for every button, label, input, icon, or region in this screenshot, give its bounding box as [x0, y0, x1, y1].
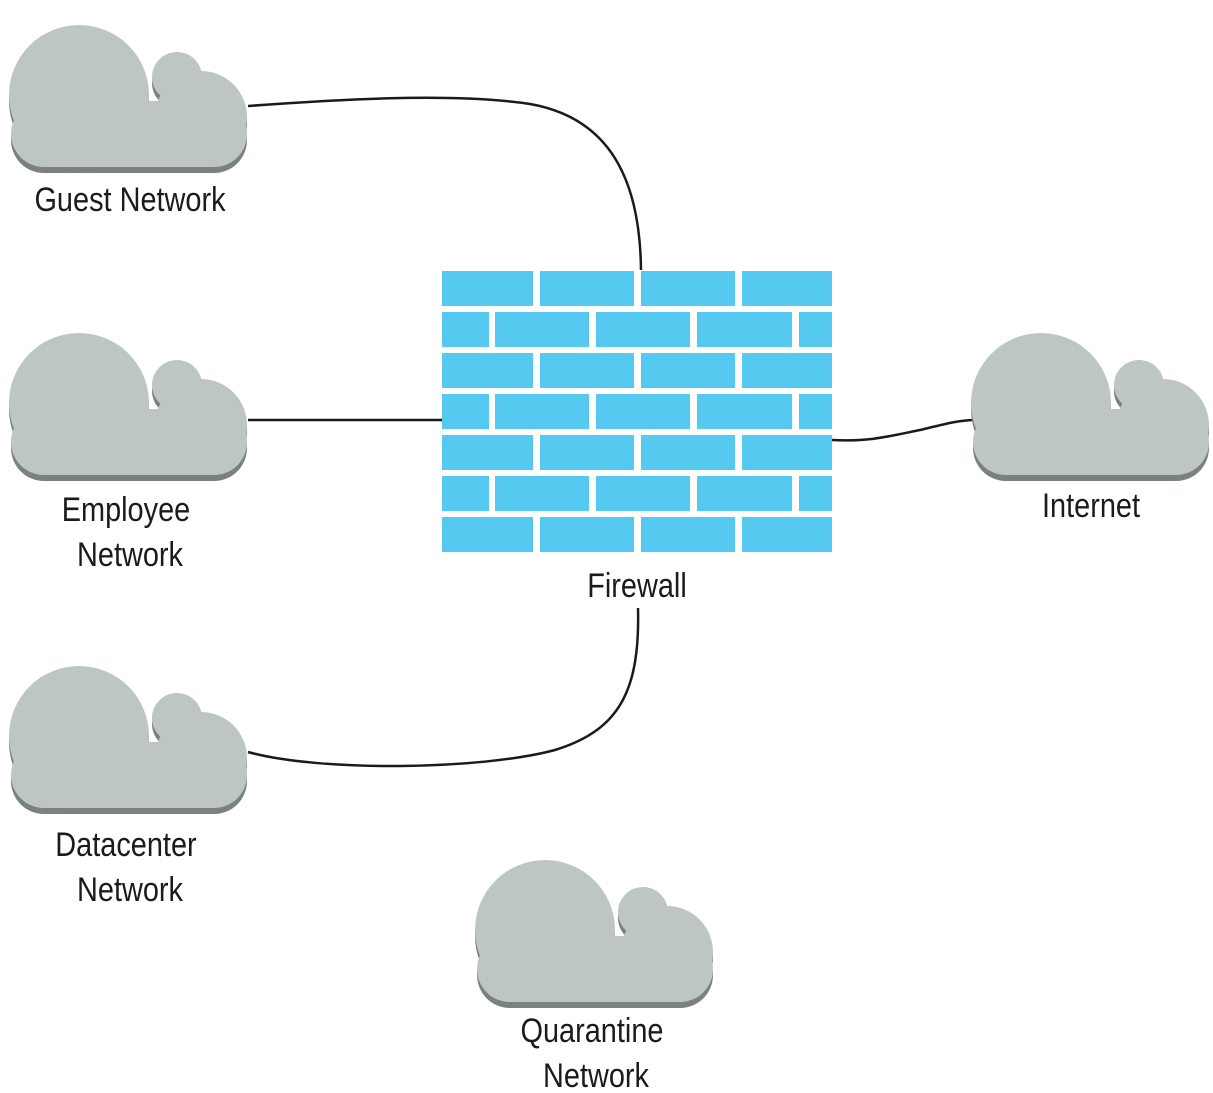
quarantine-network-node: Quarantine Network — [475, 860, 713, 1093]
firewall-brick — [697, 312, 792, 347]
cloud-icon — [9, 25, 247, 173]
firewall-brick — [495, 394, 589, 429]
guest-network-label-line: Guest Network — [34, 180, 225, 219]
cloud-icon — [971, 333, 1209, 481]
quarantine-network-label: Quarantine Network — [521, 1011, 672, 1093]
firewall-brick — [641, 271, 735, 306]
firewall-brick — [799, 394, 832, 429]
firewall-brick — [799, 312, 832, 347]
cloud-icon — [9, 666, 247, 814]
link-firewall-internet — [831, 418, 976, 442]
firewall-brick — [641, 517, 735, 552]
firewall-brick — [442, 394, 489, 429]
cloud-icon — [9, 333, 247, 481]
firewall-brick — [742, 435, 832, 470]
firewall-brick — [442, 312, 489, 347]
firewall-brick — [540, 271, 634, 306]
link-guest-firewall — [247, 96, 643, 271]
firewall-brick — [799, 476, 832, 511]
datacenter-network-label-line-1: Datacenter — [55, 825, 196, 864]
firewall-brick — [540, 435, 634, 470]
firewall-brick — [540, 353, 634, 388]
firewall-brick — [742, 517, 832, 552]
firewall-brick — [540, 517, 634, 552]
datacenter-network-node: Datacenter Network — [9, 666, 247, 909]
guest-network-label: Guest Network — [34, 180, 225, 219]
firewall-brick — [697, 476, 792, 511]
employee-network-node: Employee Network — [9, 333, 247, 574]
firewall-brick — [697, 394, 792, 429]
firewall-brick — [495, 312, 589, 347]
employee-network-label-line-2: Network — [77, 535, 183, 574]
connections — [247, 96, 976, 768]
firewall-brick — [442, 476, 489, 511]
firewall-brick — [596, 394, 690, 429]
firewall-node: Firewall — [442, 271, 832, 605]
firewall-brick — [442, 435, 533, 470]
employee-network-label-line-1: Employee — [62, 490, 190, 529]
internet-label: Internet — [1042, 486, 1140, 525]
quarantine-network-label-line-1: Quarantine — [521, 1011, 664, 1050]
brick-wall-icon — [442, 271, 832, 552]
datacenter-network-label-line-2: Network — [77, 870, 183, 909]
firewall-brick — [442, 517, 533, 552]
firewall-brick — [742, 353, 832, 388]
firewall-brick — [742, 271, 832, 306]
internet-node: Internet — [971, 333, 1209, 525]
guest-network-node: Guest Network — [9, 25, 247, 219]
firewall-brick — [442, 353, 533, 388]
employee-network-label: Employee Network — [62, 490, 199, 574]
firewall-brick — [641, 435, 735, 470]
datacenter-network-label: Datacenter Network — [55, 825, 204, 909]
firewall-brick — [596, 312, 690, 347]
internet-label-line: Internet — [1042, 486, 1140, 525]
firewall-brick — [596, 476, 690, 511]
link-datacenter-firewall — [247, 607, 640, 768]
firewall-brick — [641, 353, 735, 388]
quarantine-network-label-line-2: Network — [543, 1056, 649, 1093]
firewall-brick — [495, 476, 589, 511]
firewall-brick — [442, 271, 533, 306]
firewall-label: Firewall — [587, 566, 687, 605]
cloud-icon — [475, 860, 713, 1008]
